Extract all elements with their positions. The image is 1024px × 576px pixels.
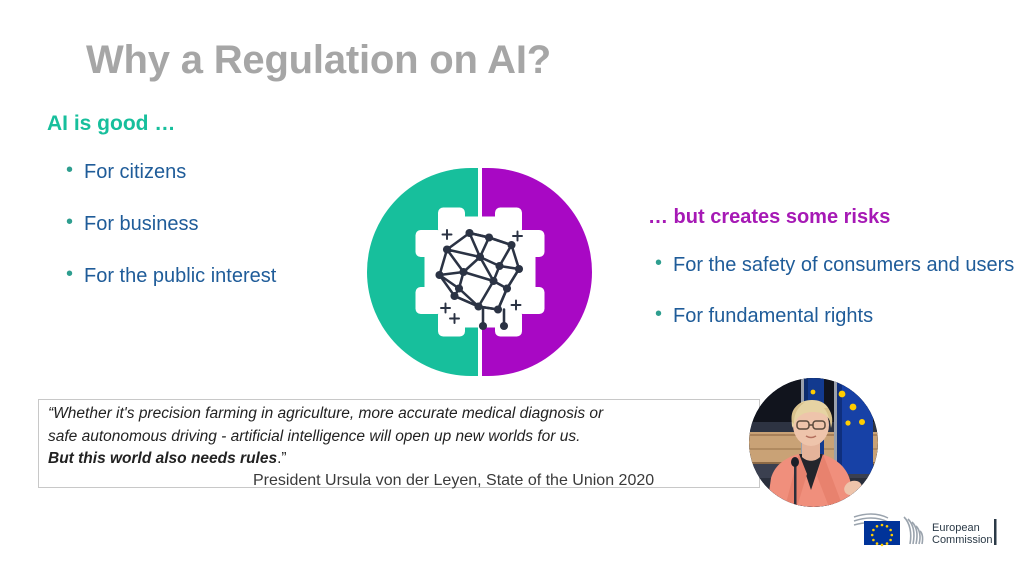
quote-line-2: safe autonomous driving - artificial int… <box>48 427 581 445</box>
list-item: • For the public interest <box>66 261 366 291</box>
quote-closing: .” <box>277 450 287 467</box>
european-commission-logo: European Commission <box>852 511 1000 553</box>
list-item-label: For business <box>84 213 199 235</box>
quote-attribution: President Ursula von der Leyen, State of… <box>253 472 655 489</box>
ai-gear-graphic <box>367 168 592 376</box>
bullet-marker-icon: • <box>655 303 663 325</box>
logo-line-2: Commission <box>932 534 993 546</box>
heading-ai-is-good: AI is good … <box>47 112 176 135</box>
list-item-label: For the safety of consumers and users <box>673 254 1015 276</box>
page-title: Why a Regulation on AI? <box>86 38 552 82</box>
heading-but-creates-risks: … but creates some risks <box>648 206 891 228</box>
avatar <box>749 378 878 507</box>
bullet-marker-icon: • <box>655 252 663 274</box>
gear-neural-network-icon <box>405 197 555 347</box>
logo-line-1: European <box>932 522 980 534</box>
bullet-marker-icon: • <box>66 211 74 233</box>
list-item: • For the safety of consumers and users <box>655 250 1015 280</box>
list-item: • For business <box>66 209 366 239</box>
quote-box <box>38 399 760 488</box>
risks-list: • For the safety of consumers and users … <box>655 250 1015 352</box>
list-item-label: For the public interest <box>84 265 277 287</box>
list-item: • For citizens <box>66 157 366 187</box>
quote-line-1: “Whether it's precision farming in agric… <box>48 405 604 422</box>
quote-emphasis: But this world also needs rules <box>48 450 278 467</box>
bullet-marker-icon: • <box>66 263 74 285</box>
benefits-list: • For citizens • For business • For the … <box>66 157 366 313</box>
list-item-label: For citizens <box>84 161 187 183</box>
list-item: • For fundamental rights <box>655 301 1015 331</box>
list-item-label: For fundamental rights <box>673 305 874 327</box>
bullet-marker-icon: • <box>66 159 74 181</box>
quote-text: “Whether it's precision farming in agric… <box>48 403 748 471</box>
